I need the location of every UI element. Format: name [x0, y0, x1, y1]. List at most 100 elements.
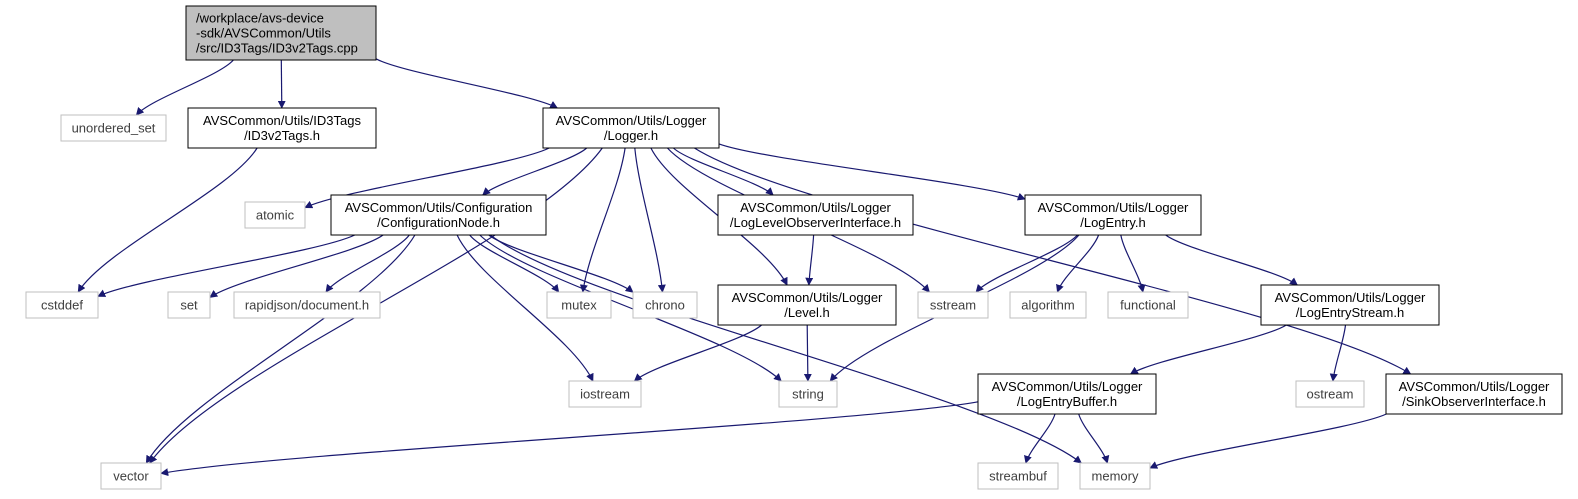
node-label-level_h-0: AVSCommon/Utils/Logger: [732, 290, 883, 305]
edges-layer: [77, 58, 1412, 477]
edge-configurationnode_h-to-chrono: [488, 234, 634, 293]
edge-level_h-to-string: [803, 324, 812, 382]
node-label-rapidjson_document_h-0: rapidjson/document.h: [245, 298, 369, 313]
node-label-iostream-0: iostream: [580, 387, 630, 402]
node-box-loglevelobserver_h: [717, 194, 914, 236]
node-atomic: atomic: [244, 201, 306, 229]
node-label-loglevelobserver_h-1: /LogLevelObserverInterface.h: [730, 215, 901, 230]
node-box-mutex: [546, 291, 612, 319]
node-streambuf: streambuf: [977, 462, 1059, 490]
edge-configurationnode_h-to-set: [209, 234, 384, 298]
node-label-configurationnode_h-1: /ConfigurationNode.h: [377, 215, 500, 230]
node-label-cstddef-0: cstddef: [41, 298, 83, 313]
node-root[interactable]: /workplace/avs-device-sdk/AVSCommon/Util…: [185, 5, 377, 61]
edge-logger_h-to-logentry_h: [718, 143, 1026, 201]
node-label-ostream-0: ostream: [1307, 387, 1354, 402]
node-iostream: iostream: [568, 380, 642, 408]
node-box-chrono: [632, 291, 698, 319]
node-label-string-0: string: [792, 387, 824, 402]
node-label-mutex-0: mutex: [561, 298, 597, 313]
node-box-logentrystream_h: [1260, 284, 1440, 326]
node-box-set: [167, 291, 211, 319]
node-logger_h[interactable]: AVSCommon/Utils/Logger/Logger.h: [542, 107, 720, 149]
node-id3v2tags_h[interactable]: AVSCommon/Utils/ID3Tags/ID3v2Tags.h: [187, 107, 377, 149]
node-box-configurationnode_h: [330, 194, 547, 236]
node-box-rapidjson_document_h: [233, 291, 381, 319]
edge-configurationnode_h-to-memory: [489, 234, 1082, 464]
node-label-root-1: -sdk/AVSCommon/Utils: [196, 26, 331, 41]
node-label-logger_h-1: /Logger.h: [604, 128, 658, 143]
node-label-memory-0: memory: [1092, 469, 1139, 484]
node-loglevelobserver_h[interactable]: AVSCommon/Utils/Logger/LogLevelObserverI…: [717, 194, 914, 236]
node-label-logentry_h-0: AVSCommon/Utils/Logger: [1038, 200, 1189, 215]
edge-logentry_h-to-algorithm: [1056, 234, 1100, 293]
edge-logentry_h-to-sstream: [975, 234, 1078, 293]
node-box-logentry_h: [1024, 194, 1202, 236]
node-box-vector: [100, 462, 162, 490]
node-label-logentrystream_h-0: AVSCommon/Utils/Logger: [1275, 290, 1426, 305]
node-set: set: [167, 291, 211, 319]
edge-root-to-logger_h: [375, 58, 559, 109]
nodes-layer: /workplace/avs-device-sdk/AVSCommon/Util…: [25, 5, 1563, 490]
edge-logger_h-to-configurationnode_h: [482, 147, 588, 196]
node-label-id3v2tags_h-0: AVSCommon/Utils/ID3Tags: [203, 113, 361, 128]
edge-loglevelobserver_h-to-level_h: [805, 234, 815, 286]
node-label-logentry_h-1: /LogEntry.h: [1080, 215, 1146, 230]
edge-configurationnode_h-to-mutex: [469, 234, 560, 293]
node-label-id3v2tags_h-1: /ID3v2Tags.h: [244, 128, 320, 143]
node-sstream: sstream: [917, 291, 989, 319]
node-logentry_h[interactable]: AVSCommon/Utils/Logger/LogEntry.h: [1024, 194, 1202, 236]
node-level_h[interactable]: AVSCommon/Utils/Logger/Level.h: [717, 284, 897, 326]
node-algorithm: algorithm: [1009, 291, 1087, 319]
node-label-unordered_set-0: unordered_set: [72, 121, 156, 136]
node-unordered_set: unordered_set: [60, 114, 167, 142]
edge-sinkobserver_h-to-memory: [1149, 413, 1387, 469]
node-box-iostream: [568, 380, 642, 408]
edge-logger_h-to-mutex: [579, 147, 626, 293]
node-label-root-2: /src/ID3Tags/ID3v2Tags.cpp: [196, 41, 358, 56]
node-label-functional-0: functional: [1120, 298, 1176, 313]
node-sinkobserver_h[interactable]: AVSCommon/Utils/Logger/SinkObserverInter…: [1385, 373, 1563, 415]
edge-logger_h-to-atomic: [304, 147, 550, 209]
node-label-vector-0: vector: [113, 469, 149, 484]
node-cstddef: cstddef: [25, 291, 99, 319]
node-string: string: [778, 380, 838, 408]
node-functional: functional: [1107, 291, 1189, 319]
edge-logentrybuffer_h-to-vector: [160, 401, 979, 477]
edge-configurationnode_h-to-string: [479, 234, 782, 382]
edge-configurationnode_h-to-iostream: [456, 234, 594, 382]
edge-logentry_h-to-logentrystream_h: [1165, 234, 1298, 286]
node-box-streambuf: [977, 462, 1059, 490]
node-label-set-0: set: [180, 298, 198, 313]
node-box-algorithm: [1009, 291, 1087, 319]
edge-logger_h-to-sinkobserver_h: [694, 147, 1412, 375]
node-chrono: chrono: [632, 291, 698, 319]
node-label-logger_h-0: AVSCommon/Utils/Logger: [556, 113, 707, 128]
edge-logger_h-to-loglevelobserver_h: [672, 147, 774, 196]
edge-logentrystream_h-to-ostream: [1329, 324, 1347, 382]
edge-configurationnode_h-to-cstddef: [97, 234, 356, 297]
node-label-logentrybuffer_h-0: AVSCommon/Utils/Logger: [992, 379, 1143, 394]
node-label-chrono-0: chrono: [645, 298, 685, 313]
node-label-sstream-0: sstream: [930, 298, 976, 313]
node-box-sstream: [917, 291, 989, 319]
node-logentrystream_h[interactable]: AVSCommon/Utils/Logger/LogEntryStream.h: [1260, 284, 1440, 326]
edge-logentrybuffer_h-to-memory: [1078, 413, 1110, 464]
node-box-logentrybuffer_h: [977, 373, 1157, 415]
node-configurationnode_h[interactable]: AVSCommon/Utils/Configuration/Configurat…: [330, 194, 547, 236]
node-label-configurationnode_h-0: AVSCommon/Utils/Configuration: [345, 200, 533, 215]
node-label-root-0: /workplace/avs-device: [196, 11, 324, 26]
node-box-functional: [1107, 291, 1189, 319]
node-label-level_h-1: /Level.h: [784, 305, 830, 320]
node-logentrybuffer_h[interactable]: AVSCommon/Utils/Logger/LogEntryBuffer.h: [977, 373, 1157, 415]
node-label-logentrystream_h-1: /LogEntryStream.h: [1296, 305, 1404, 320]
node-box-unordered_set: [60, 114, 167, 142]
node-rapidjson_document_h: rapidjson/document.h: [233, 291, 381, 319]
node-ostream: ostream: [1295, 380, 1365, 408]
edge-id3v2tags_h-to-cstddef: [77, 147, 258, 293]
node-label-algorithm-0: algorithm: [1021, 298, 1074, 313]
edge-root-to-unordered_set: [135, 59, 234, 116]
edge-logentrystream_h-to-logentrybuffer_h: [1129, 324, 1287, 375]
node-label-loglevelobserver_h-0: AVSCommon/Utils/Logger: [740, 200, 891, 215]
